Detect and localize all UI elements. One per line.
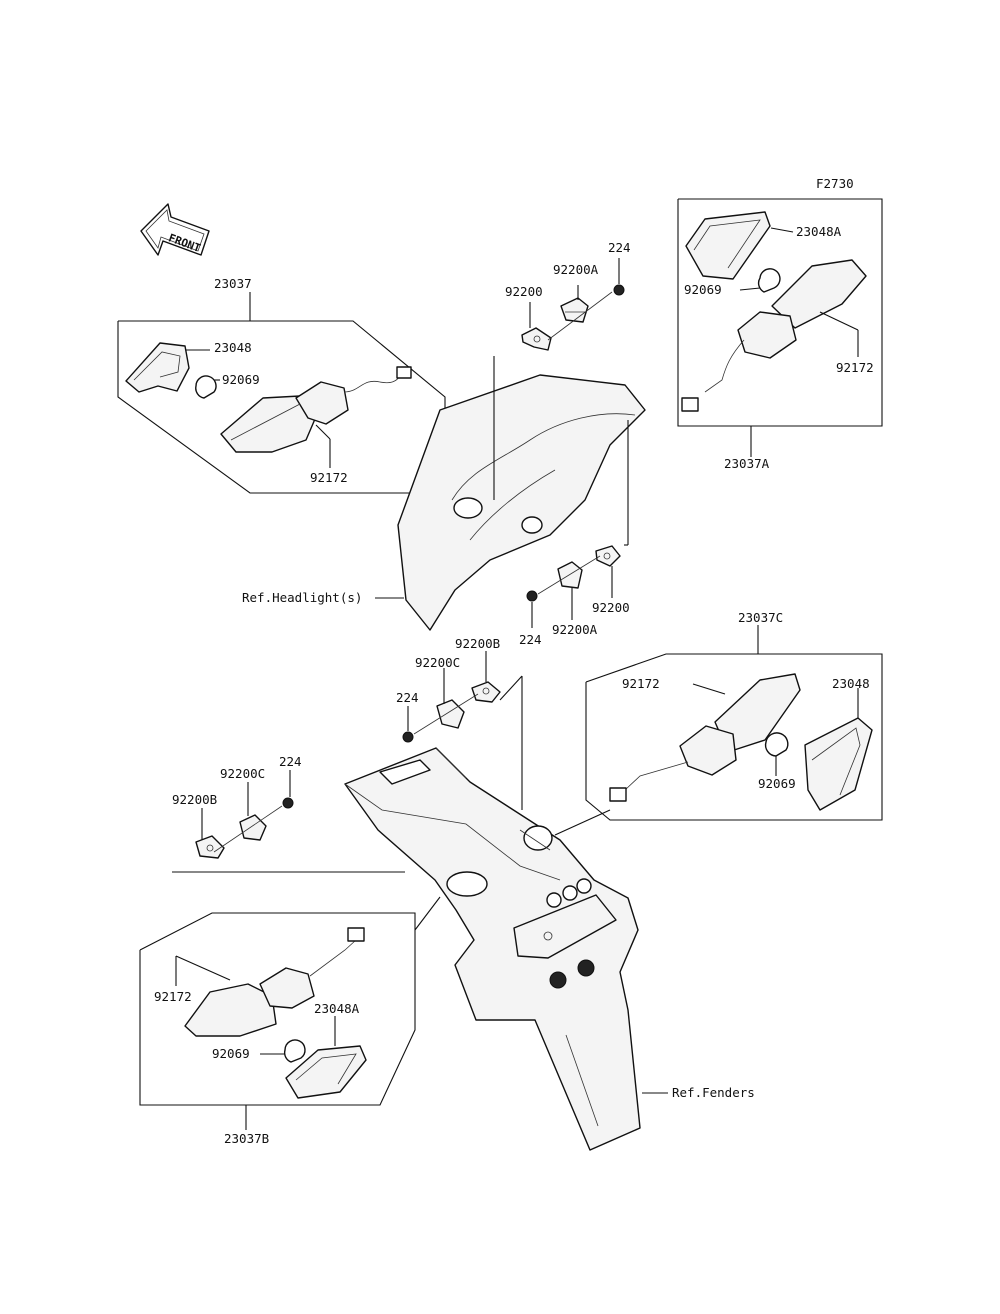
label-224-upper: 224 xyxy=(608,240,631,255)
connector-right xyxy=(681,397,699,412)
headlight-cover-group: Ref.Headlight(s) xyxy=(242,356,646,631)
turn-signal-23037C-group: 23037C 92172 23048 92069 xyxy=(554,610,883,836)
headlight-mount-hole xyxy=(453,497,483,519)
turn-signal-23037B-group: 92172 23048A 92069 23037B xyxy=(139,896,441,1146)
label-92200C-mid: 92200C xyxy=(415,655,460,670)
nut-224 xyxy=(613,284,625,296)
mount-hardware-lower-group: 92200 224 92200A xyxy=(519,545,630,647)
connector xyxy=(396,366,412,379)
label-224-left: 224 xyxy=(279,754,302,769)
label-92200-upper: 92200 xyxy=(505,284,543,299)
front-arrow-icon: FRONT xyxy=(140,203,210,256)
label-23048A-right: 23048A xyxy=(796,224,842,239)
label-92200A-lower: 92200A xyxy=(552,622,598,637)
plate-92200B-mid xyxy=(471,681,501,703)
label-92172-23037B: 92172 xyxy=(154,989,192,1004)
label-92069: 92069 xyxy=(222,372,260,387)
nut-224-left xyxy=(282,797,294,809)
housing-23037B xyxy=(184,983,277,1037)
figure-code: F2730 xyxy=(816,176,854,191)
plate-92200-lower xyxy=(595,545,621,567)
label-92200B-mid: 92200B xyxy=(455,636,500,651)
bracket-92200C-mid xyxy=(436,699,465,729)
plate-92200B-left xyxy=(195,835,225,859)
bracket-92200A xyxy=(560,297,589,323)
rear-fender xyxy=(344,747,641,1151)
lens-23048-23037C xyxy=(804,717,873,811)
label-23048A-23037B: 23048A xyxy=(314,1001,360,1016)
mount-hardware-middle-group: 92200B 92200C 224 xyxy=(396,636,523,810)
lens-23048A-23037B xyxy=(285,1045,367,1099)
connector-23037C xyxy=(609,787,627,802)
label-92069-right: 92069 xyxy=(684,282,722,297)
label-ref-headlight: Ref.Headlight(s) xyxy=(242,590,362,605)
label-23037B: 23037B xyxy=(224,1131,269,1146)
bracket-92200A-lower xyxy=(557,561,583,589)
label-23037C: 23037C xyxy=(738,610,783,625)
rear-fender-group: Ref.Fenders xyxy=(344,747,755,1151)
fender-mount-hole xyxy=(446,871,488,897)
label-92172-23037C: 92172 xyxy=(622,676,660,691)
bulb-92069 xyxy=(195,375,217,399)
lens-23048 xyxy=(125,342,190,393)
nut-224-lower xyxy=(526,590,538,602)
headlight-cover xyxy=(397,374,646,631)
fender-bolt-left xyxy=(549,971,567,989)
label-92200A-upper: 92200A xyxy=(553,262,599,277)
label-224-mid: 224 xyxy=(396,690,419,705)
fender-top-recess xyxy=(379,759,431,785)
bulb-92069-23037B xyxy=(283,1039,306,1063)
connector-23037B xyxy=(347,927,365,942)
housing-right xyxy=(771,259,867,329)
turn-signal-23037-group: 23037 23048 92069 92172 xyxy=(117,276,446,516)
label-92200B-left: 92200B xyxy=(172,792,217,807)
mount-hardware-left-group: 92200C 224 92200B xyxy=(172,754,405,873)
label-92069-23037B: 92069 xyxy=(212,1046,250,1061)
nut-224-mid xyxy=(402,731,414,743)
label-92172: 92172 xyxy=(310,470,348,485)
label-92069-23037C: 92069 xyxy=(758,776,796,791)
mount-hardware-upper-group: 224 92200A 92200 xyxy=(505,240,631,351)
label-23037: 23037 xyxy=(214,276,252,291)
plate-92200 xyxy=(521,327,552,351)
label-92172-right: 92172 xyxy=(836,360,874,375)
label-92200C-left: 92200C xyxy=(220,766,265,781)
bracket-92200C-left xyxy=(239,814,267,841)
housing xyxy=(220,395,319,453)
label-224-lower: 224 xyxy=(519,632,542,647)
label-23048-23037C: 23048 xyxy=(832,676,870,691)
lens-23048A xyxy=(685,211,771,280)
fender-bolt-right xyxy=(577,959,595,977)
label-ref-fenders: Ref.Fenders xyxy=(672,1085,755,1100)
turn-signal-23037A-group: 23048A 92069 92172 23037A xyxy=(624,198,883,546)
label-23048: 23048 xyxy=(214,340,252,355)
bulb-92069-23037C xyxy=(764,732,789,757)
bulb-92069-right xyxy=(757,268,781,293)
label-92200-lower: 92200 xyxy=(592,600,630,615)
label-23037A: 23037A xyxy=(724,456,770,471)
